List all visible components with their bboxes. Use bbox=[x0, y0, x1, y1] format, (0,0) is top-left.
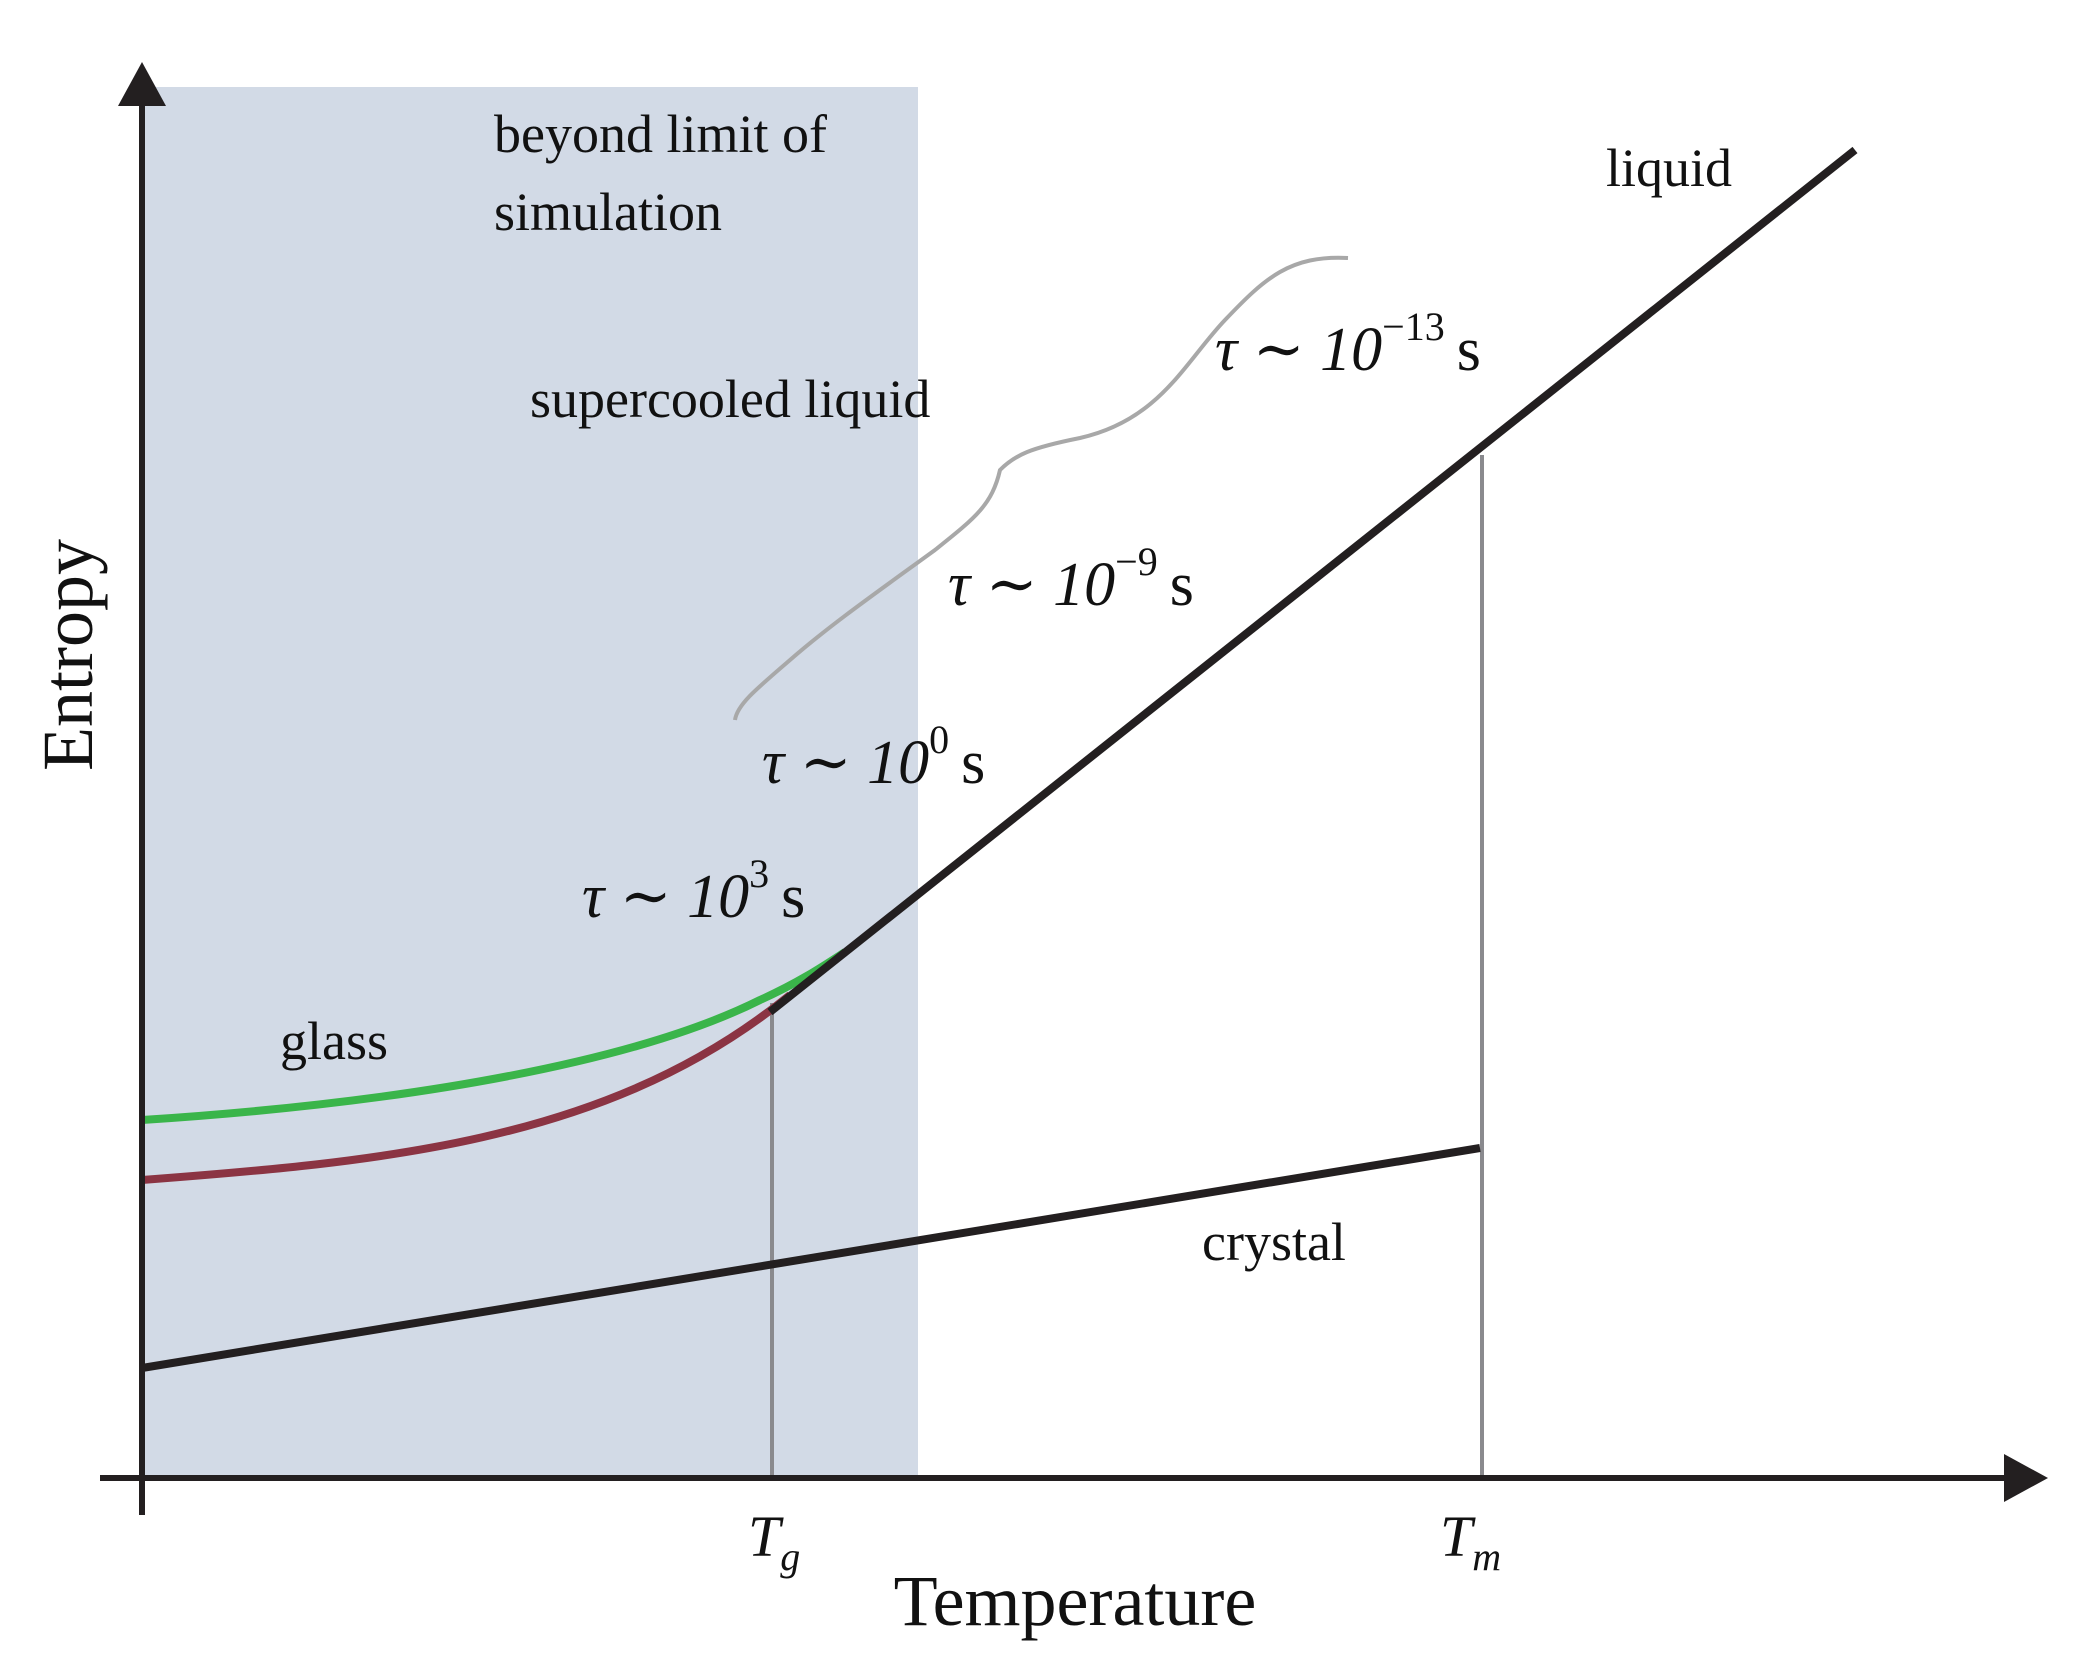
glass-label: glass bbox=[280, 1011, 388, 1071]
tau-unit: s bbox=[1170, 551, 1194, 619]
tau-unit: s bbox=[961, 729, 985, 797]
crystal-line bbox=[141, 1144, 1481, 1372]
supercooled-liquid-label: supercooled liquid bbox=[530, 369, 930, 429]
tm-tick-label: Tm bbox=[1440, 1504, 1501, 1579]
tau-label-1e-9: τ ∼ 10−9 s bbox=[948, 539, 1194, 619]
tm-main: T bbox=[1440, 1504, 1476, 1569]
glass-fast-cooling-curve bbox=[141, 948, 848, 1124]
liquid-line bbox=[767, 146, 1858, 1016]
region-label-line2: simulation bbox=[494, 182, 722, 242]
tg-tick-label: Tg bbox=[748, 1504, 800, 1579]
simulation-limit-region bbox=[142, 87, 918, 1478]
y-axis-arrow-icon bbox=[118, 62, 166, 106]
region-label-line1: beyond limit of bbox=[494, 104, 827, 164]
tau-symbol: τ ∼ 10 bbox=[948, 551, 1115, 619]
tau-exponent: −9 bbox=[1115, 539, 1158, 584]
tau-unit: s bbox=[1457, 316, 1481, 384]
supercooled-brace bbox=[733, 255, 1349, 721]
tau-exponent: 0 bbox=[929, 717, 949, 762]
tau-symbol: τ ∼ 10 bbox=[1215, 316, 1382, 384]
tau-exponent: 3 bbox=[749, 851, 769, 896]
tau-unit: s bbox=[781, 863, 805, 931]
tau-symbol: τ ∼ 10 bbox=[762, 729, 929, 797]
tg-main: T bbox=[748, 1504, 784, 1569]
tau-exponent: −13 bbox=[1382, 304, 1445, 349]
x-axis-label: Temperature bbox=[894, 1561, 1257, 1641]
tg-subscript: g bbox=[780, 1534, 800, 1579]
y-axis-label: Entropy bbox=[28, 539, 108, 771]
x-axis-arrow-icon bbox=[2004, 1454, 2048, 1502]
tm-subscript: m bbox=[1472, 1534, 1501, 1579]
crystal-label: crystal bbox=[1202, 1212, 1346, 1272]
tau-symbol: τ ∼ 10 bbox=[582, 863, 749, 931]
liquid-label: liquid bbox=[1606, 138, 1732, 198]
glass-slow-cooling-curve bbox=[141, 991, 793, 1184]
tau-label-1e-13: τ ∼ 10−13 s bbox=[1215, 304, 1481, 384]
